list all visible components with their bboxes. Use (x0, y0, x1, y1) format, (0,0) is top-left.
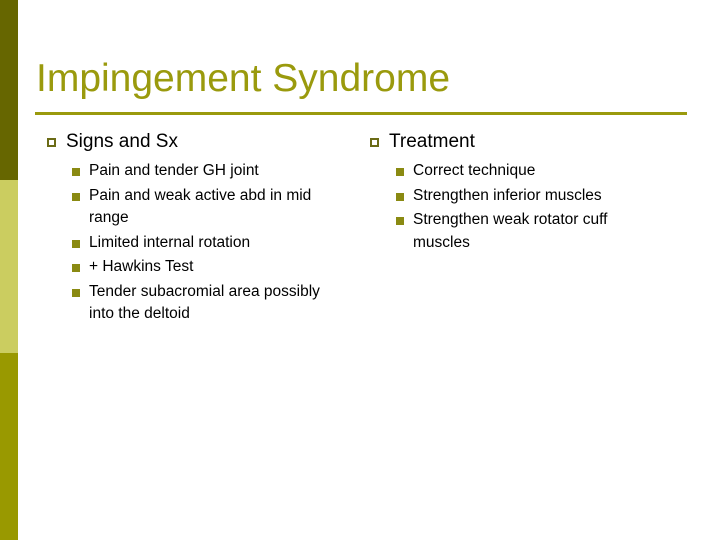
list-item-label: Pain and tender GH joint (89, 162, 259, 179)
hollow-square-bullet-icon (370, 138, 379, 147)
column-treatment: Treatment Correct technique Strengthen i… (370, 130, 690, 256)
list-item: Pain and tender GH joint (72, 160, 367, 183)
hollow-square-bullet-icon (47, 138, 56, 147)
solid-square-bullet-icon (396, 168, 404, 176)
list-item: Strengthen weak rotator cuff muscles (396, 209, 690, 254)
band-top-dark-olive (0, 0, 18, 180)
bullet-list-signs-and-sx: Pain and tender GH joint Pain and weak a… (72, 160, 367, 326)
list-item: Strengthen inferior muscles (396, 185, 690, 208)
solid-square-bullet-icon (72, 264, 80, 272)
group-heading-treatment: Treatment (370, 130, 690, 154)
band-middle-light-olive (0, 180, 18, 353)
list-item: Correct technique (396, 160, 690, 183)
list-item-label: Limited internal rotation (89, 233, 251, 251)
column-signs-and-sx: Signs and Sx Pain and tender GH joint Pa… (47, 130, 367, 328)
slide-title: Impingement Syndrome (36, 57, 451, 100)
list-item-label: + Hawkins Test (89, 258, 194, 275)
group-heading-signs-and-sx: Signs and Sx (47, 130, 367, 154)
decorative-side-bands (0, 0, 18, 540)
solid-square-bullet-icon (72, 168, 80, 176)
group-title-label: Signs and Sx (66, 131, 178, 152)
solid-square-bullet-icon (72, 288, 80, 297)
list-item-label: Strengthen inferior muscles (413, 186, 602, 204)
solid-square-bullet-icon (396, 217, 404, 225)
solid-square-bullet-icon (396, 192, 404, 201)
list-item: + Hawkins Test (72, 256, 367, 279)
list-item-label: Pain and weak active abd in mid range (89, 186, 312, 227)
group-title-label: Treatment (389, 131, 475, 152)
list-item-label: Correct technique (413, 162, 536, 179)
solid-square-bullet-icon (72, 192, 80, 201)
bullet-list-treatment: Correct technique Strengthen inferior mu… (396, 160, 690, 254)
list-item: Tender subacromial area possibly into th… (72, 281, 367, 326)
list-item-label: Tender subacromial area possibly into th… (89, 282, 320, 323)
list-item: Limited internal rotation (72, 232, 367, 255)
list-item-label: Strengthen weak rotator cuff muscles (413, 211, 608, 251)
solid-square-bullet-icon (72, 239, 80, 248)
band-bottom-olive (0, 353, 18, 540)
list-item: Pain and weak active abd in mid range (72, 185, 367, 230)
title-underline-rule (35, 112, 687, 115)
